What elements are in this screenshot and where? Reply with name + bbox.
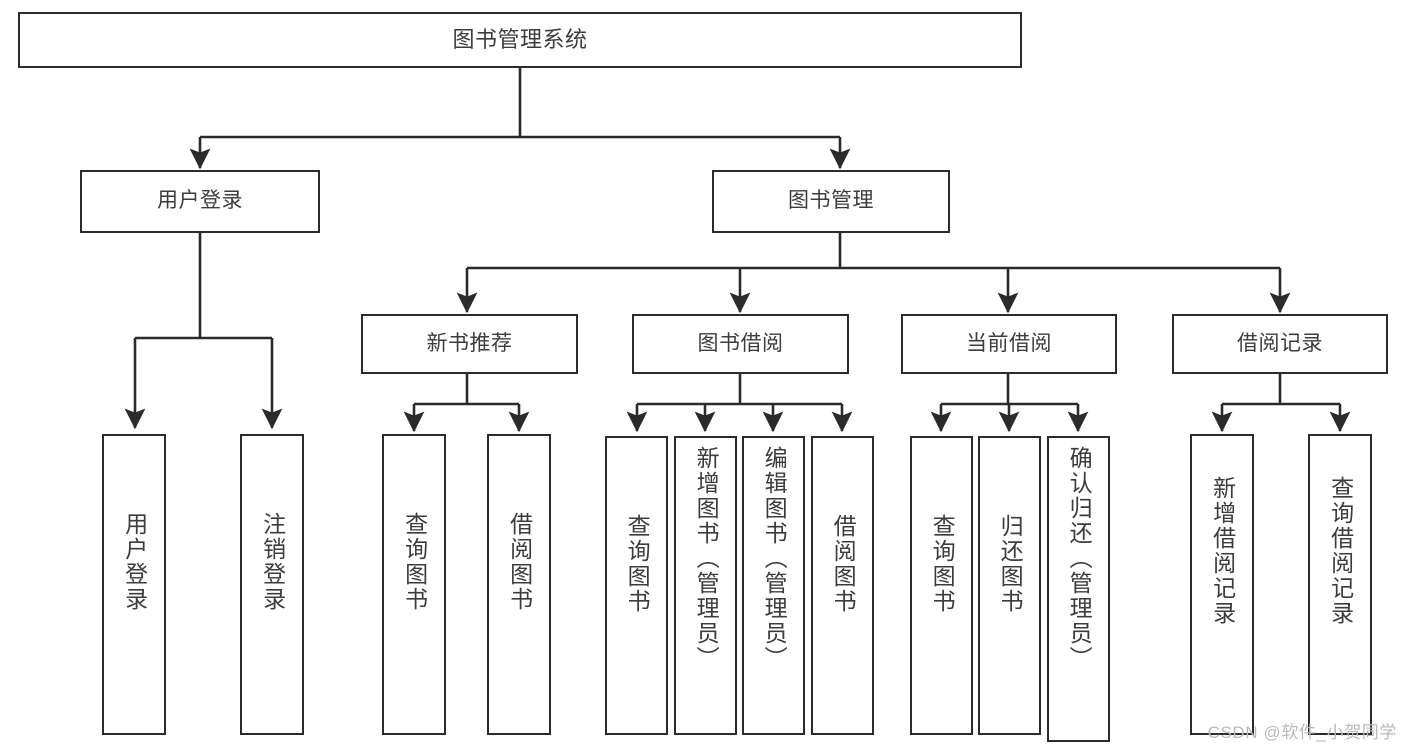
node-label: 归还图书 xyxy=(997,514,1024,614)
node-label: 查询借阅记录 xyxy=(1327,476,1354,626)
node-label: 用户登录 xyxy=(157,189,243,213)
node-label: 编辑图书（管理员） xyxy=(761,446,788,671)
node-label: 图书管理系统 xyxy=(452,27,588,53)
node-label: 查询图书 xyxy=(624,514,651,614)
node-current-borrow[interactable]: 当前借阅 xyxy=(901,314,1117,374)
node-new-book-recommend[interactable]: 新书推荐 xyxy=(361,314,578,374)
node-user-login[interactable]: 用户登录 xyxy=(80,170,320,233)
node-label: 借阅图书 xyxy=(506,512,533,612)
node-leaf-confirm-return-admin[interactable]: 确认归还（管理员） xyxy=(1047,436,1110,742)
node-label: 图书管理 xyxy=(788,189,874,213)
node-leaf-query-book-recommend[interactable]: 查询图书 xyxy=(382,434,446,735)
node-leaf-add-borrow-record[interactable]: 新增借阅记录 xyxy=(1190,434,1254,735)
node-label: 新增图书（管理员） xyxy=(693,446,720,671)
node-label: 当前借阅 xyxy=(966,331,1052,355)
node-label: 借阅记录 xyxy=(1237,331,1323,355)
node-leaf-query-book-borrow[interactable]: 查询图书 xyxy=(605,436,668,735)
node-label: 查询图书 xyxy=(401,512,428,612)
node-leaf-borrow-book-recommend[interactable]: 借阅图书 xyxy=(487,434,551,735)
node-label: 查询图书 xyxy=(929,514,956,614)
node-label: 图书借阅 xyxy=(697,331,784,355)
node-book-management[interactable]: 图书管理 xyxy=(712,170,950,233)
csdn-watermark: CSDN @软件_小贺同学 xyxy=(1207,723,1397,742)
node-root-book-management-system[interactable]: 图书管理系统 xyxy=(18,12,1022,68)
node-label: 新书推荐 xyxy=(426,331,513,355)
node-label: 借阅图书 xyxy=(830,514,857,614)
node-leaf-borrow-book-borrow[interactable]: 借阅图书 xyxy=(811,436,874,735)
node-leaf-query-book-current[interactable]: 查询图书 xyxy=(910,436,973,735)
node-label: 用户登录 xyxy=(121,512,148,612)
node-book-borrow[interactable]: 图书借阅 xyxy=(632,314,849,374)
node-leaf-add-book-admin[interactable]: 新增图书（管理员） xyxy=(674,436,737,735)
node-label: 确认归还（管理员） xyxy=(1066,446,1093,671)
node-borrow-record[interactable]: 借阅记录 xyxy=(1172,314,1388,374)
node-leaf-user-login[interactable]: 用户登录 xyxy=(102,434,166,735)
node-leaf-edit-book-admin[interactable]: 编辑图书（管理员） xyxy=(742,436,805,735)
node-label: 注销登录 xyxy=(259,512,286,612)
node-leaf-logout-login[interactable]: 注销登录 xyxy=(240,434,304,735)
node-leaf-query-borrow-record[interactable]: 查询借阅记录 xyxy=(1308,434,1372,735)
node-leaf-return-book[interactable]: 归还图书 xyxy=(978,436,1041,735)
node-label: 新增借阅记录 xyxy=(1209,476,1236,626)
